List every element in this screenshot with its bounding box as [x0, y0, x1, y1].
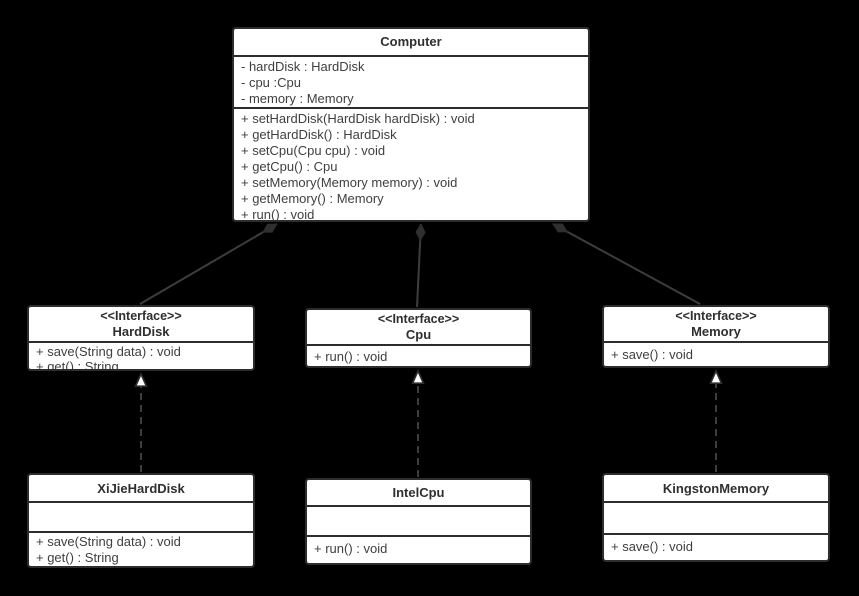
method-row: + save() : void: [611, 539, 694, 554]
interface-box-cpu: <<Interface>> Cpu + run() : void: [305, 308, 532, 368]
method-row: + run() : void: [314, 349, 388, 364]
method-row: + setHardDisk(HardDisk hardDisk) : void: [241, 111, 475, 126]
interface-box-harddisk: <<Interface>> HardDisk + save(String dat…: [27, 305, 255, 371]
method-row: + setMemory(Memory memory) : void: [241, 175, 458, 190]
composition-line-computer-harddisk: [139, 223, 278, 305]
stereotype-label: <<Interface>>: [675, 309, 757, 323]
class-name: HardDisk: [112, 324, 170, 339]
method-row: + run() : void: [241, 207, 315, 222]
method-row: + save(String data) : void: [36, 534, 181, 549]
field-row: - cpu :Cpu: [241, 75, 301, 90]
field-row: - hardDisk : HardDisk: [241, 59, 365, 74]
methods-section-kingstonmemory: + save() : void: [604, 533, 828, 560]
method-row: + save() : void: [611, 347, 694, 362]
class-box-computer: Computer - hardDisk : HardDisk - cpu :Cp…: [232, 27, 590, 222]
fields-section-xijieharddisk: [29, 501, 253, 531]
fields-section-intelcpu: [307, 505, 530, 535]
interface-title-cpu: <<Interface>> Cpu: [307, 310, 530, 344]
interface-title-memory: <<Interface>> Memory: [604, 307, 828, 341]
methods-section-intelcpu: + run() : void: [307, 535, 530, 563]
fields-section-computer: - hardDisk : HardDisk - cpu :Cpu - memor…: [234, 55, 588, 107]
class-name: Computer: [380, 34, 442, 49]
class-box-kingstonmemory: KingstonMemory + save() : void: [602, 473, 830, 562]
method-row: + run() : void: [314, 541, 388, 556]
stereotype-label: <<Interface>>: [100, 309, 182, 323]
class-title-intelcpu: IntelCpu: [307, 480, 530, 505]
class-name: Memory: [691, 324, 741, 339]
method-row: + get() : String: [36, 550, 119, 565]
class-box-xijieharddisk: XiJieHardDisk + save(String data) : void…: [27, 473, 255, 568]
method-row: + setCpu(Cpu cpu) : void: [241, 143, 386, 158]
class-title-kingstonmemory: KingstonMemory: [604, 475, 828, 501]
method-row: + save(String data) : void: [36, 344, 181, 359]
method-row: + getHardDisk() : HardDisk: [241, 127, 397, 142]
class-name: KingstonMemory: [662, 481, 770, 496]
class-name: XiJieHardDisk: [97, 481, 185, 496]
methods-section-computer: + setHardDisk(HardDisk hardDisk) : void …: [234, 107, 588, 222]
class-name: Cpu: [405, 327, 432, 342]
class-box-intelcpu: IntelCpu + run() : void: [305, 478, 532, 565]
stereotype-label: <<Interface>>: [377, 312, 460, 326]
class-title-xijieharddisk: XiJieHardDisk: [29, 475, 253, 501]
method-row: + getMemory() : Memory: [241, 191, 384, 206]
methods-section-cpu: + run() : void: [307, 344, 530, 366]
interface-box-memory: <<Interface>> Memory + save() : void: [602, 305, 830, 368]
methods-section-xijieharddisk: + save(String data) : void + get() : Str…: [29, 531, 253, 566]
method-row: + getCpu() : Cpu: [241, 159, 338, 174]
methods-section-harddisk: + save(String data) : void + get() : Str…: [29, 341, 253, 371]
class-name: IntelCpu: [392, 485, 445, 500]
field-row: - memory : Memory: [241, 91, 354, 106]
class-title-computer: Computer: [234, 29, 588, 55]
interface-title-harddisk: <<Interface>> HardDisk: [29, 307, 253, 341]
methods-section-memory: + save() : void: [604, 341, 828, 366]
fields-section-kingstonmemory: [604, 501, 828, 533]
composition-line-computer-memory: [552, 223, 701, 305]
method-row: + get() : String: [36, 359, 119, 371]
composition-line-computer-cpu: [415, 223, 426, 308]
